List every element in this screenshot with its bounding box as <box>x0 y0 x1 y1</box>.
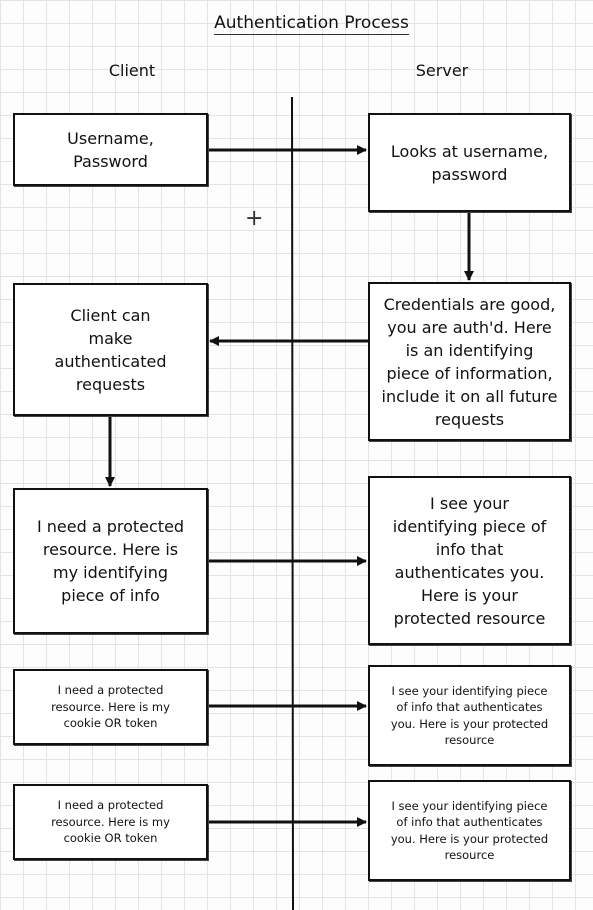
client-token-request-box-1: I need a protected resource. Here is my … <box>13 669 208 745</box>
server-token-response-box-1: I see your identifying piece of info tha… <box>368 665 571 766</box>
client-server-divider <box>291 96 294 910</box>
client-token-request-text-1: I need a protected resource. Here is my … <box>51 683 170 731</box>
server-check-text: Looks at username, password <box>390 141 549 184</box>
server-token-response-box-2: I see your identifying piece of info tha… <box>368 780 571 881</box>
server-resource-text: I see your identifying piece of info tha… <box>392 493 547 628</box>
client-credentials-text: Username, Password <box>67 128 154 171</box>
cursor-crosshair: + <box>245 206 264 231</box>
server-auth-response-box: Credentials are good, you are auth'd. He… <box>368 282 571 441</box>
client-authenticated-text: Client can make authenticated requests <box>54 305 167 394</box>
client-authenticated-box: Client can make authenticated requests <box>13 283 208 416</box>
client-token-request-box-2: I need a protected resource. Here is my … <box>13 784 208 860</box>
server-check-box: Looks at username, password <box>368 113 571 212</box>
server-auth-response-text: Credentials are good, you are auth'd. He… <box>381 294 558 429</box>
server-resource-box: I see your identifying piece of info tha… <box>368 476 571 645</box>
server-token-response-text-1: I see your identifying piece of info tha… <box>390 683 549 748</box>
client-request-box: I need a protected resource. Here is my … <box>13 488 208 634</box>
client-credentials-box: Username, Password <box>13 113 208 186</box>
server-token-response-text-2: I see your identifying piece of info tha… <box>390 798 549 863</box>
server-column-header: Server <box>415 61 469 80</box>
diagram-title-text: Authentication Process <box>214 13 409 35</box>
diagram-title: Authentication Process <box>0 13 593 35</box>
client-request-text: I need a protected resource. Here is my … <box>36 517 185 605</box>
client-column-header: Client <box>108 61 156 80</box>
client-token-request-text-2: I need a protected resource. Here is my … <box>51 798 170 846</box>
